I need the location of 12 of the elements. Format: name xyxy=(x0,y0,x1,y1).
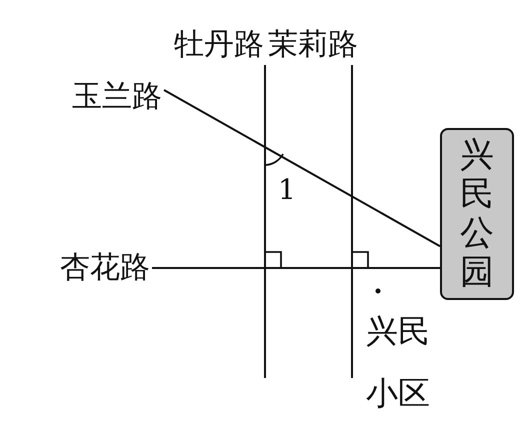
place-name: 兴民小区 xyxy=(366,311,431,414)
road-name: 茉莉路 xyxy=(268,28,360,62)
road-name: 玉兰路 xyxy=(72,80,164,114)
road-line xyxy=(264,65,266,378)
road-name: 牡丹路 xyxy=(174,28,266,62)
road-line xyxy=(164,89,440,248)
road-name: 杏花路 xyxy=(60,251,152,285)
angle-number: 1 xyxy=(278,176,296,204)
road-line xyxy=(351,65,353,378)
park-name: 兴民公园 xyxy=(460,136,494,292)
park-sign xyxy=(440,128,514,300)
road-line xyxy=(152,267,440,269)
